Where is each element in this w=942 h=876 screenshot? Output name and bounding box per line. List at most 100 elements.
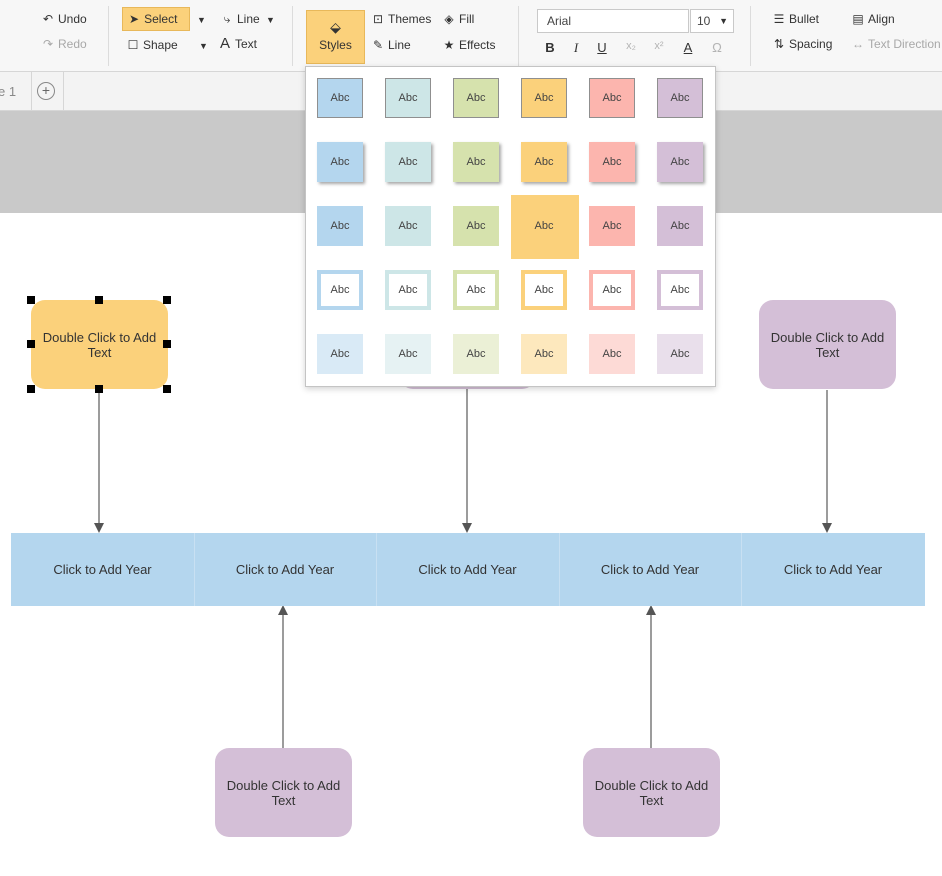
pencil-icon: ✎ [372,38,384,52]
resize-handle[interactable] [27,340,35,348]
style-swatch[interactable]: Abc [589,206,635,246]
fill-button[interactable]: ◈ Fill [444,12,475,26]
resize-handle[interactable] [163,385,171,393]
event-card[interactable]: Double Click to Add Text [583,748,720,837]
resize-handle[interactable] [95,296,103,304]
chevron-down-icon: ▼ [719,16,728,26]
undo-button[interactable]: ↶ Undo [42,12,87,26]
resize-handle[interactable] [27,296,35,304]
fill-bucket-icon: ◈ [444,12,454,26]
style-swatch[interactable]: Abc [453,270,499,310]
divider [559,533,560,606]
subscript-button[interactable]: x₂ [626,40,636,52]
bullet-button[interactable]: ☰ Bullet [773,12,820,26]
style-swatch[interactable]: Abc [317,142,363,182]
text-a-icon: A [219,35,230,52]
symbol-button[interactable]: Ω [712,40,722,55]
style-swatch[interactable]: Abc [521,78,567,118]
style-swatch[interactable]: Abc [385,206,431,246]
divider [750,6,751,66]
text-direction-button[interactable]: ↔ Text Direction [852,37,941,51]
styles-paint-icon: ⬙ [330,19,341,35]
superscript-button[interactable]: x² [654,40,664,52]
style-swatch[interactable]: Abc [657,270,703,310]
style-swatch[interactable]: Abc [453,78,499,118]
style-swatch[interactable]: Abc [589,142,635,182]
page-tab[interactable]: e 1 [0,84,17,99]
divider [741,533,742,606]
style-swatch[interactable]: Abc [385,334,431,374]
style-swatch[interactable]: Abc [657,334,703,374]
line-spacing-icon: ⇅ [773,37,785,51]
event-card-selected[interactable]: Double Click to Add Text [31,300,168,389]
line-dropdown-caret-icon[interactable]: ▼ [266,15,275,25]
year-cell[interactable]: Click to Add Year [235,562,335,577]
styles-button[interactable]: ⬙ Styles [306,10,365,64]
italic-button[interactable]: I [573,40,579,55]
divider [518,6,519,66]
style-swatch[interactable]: Abc [657,206,703,246]
divider [108,6,109,66]
select-dropdown-caret-icon[interactable]: ▼ [197,15,206,25]
style-swatch[interactable]: Abc [453,142,499,182]
resize-handle[interactable] [95,385,103,393]
resize-handle[interactable] [163,340,171,348]
align-icon: ▤ [852,12,864,26]
style-swatch[interactable]: Abc [385,142,431,182]
font-size-select[interactable]: 10 ▼ [690,9,734,33]
bold-button[interactable]: B [545,40,555,55]
style-swatch[interactable]: Abc [385,270,431,310]
style-swatch[interactable]: Abc [589,78,635,118]
text-direction-icon: ↔ [852,37,864,51]
underline-button[interactable]: U [597,40,607,55]
effects-button[interactable]: ★ Effects [443,38,496,52]
line-style-button[interactable]: ✎ Line [372,38,411,52]
divider [194,533,195,606]
event-card[interactable]: Double Click to Add Text [215,748,352,837]
style-swatch[interactable]: Abc [317,206,363,246]
line-tool-button[interactable]: ⤷ Line [221,11,260,27]
pointer-icon: ➤ [129,12,140,26]
font-color-button[interactable]: A [683,40,693,55]
resize-handle[interactable] [163,296,171,304]
style-swatch[interactable]: Abc [657,78,703,118]
spacing-button[interactable]: ⇅ Spacing [773,37,833,51]
style-swatch[interactable]: Abc [385,78,431,118]
bullet-list-icon: ☰ [773,12,785,26]
year-cell[interactable]: Click to Add Year [600,562,700,577]
event-card[interactable]: Double Click to Add Text [759,300,896,389]
divider [292,6,293,66]
redo-icon: ↷ [42,37,54,51]
style-swatch[interactable]: Abc [317,334,363,374]
line-connector-icon: ⤷ [223,12,231,26]
shape-button[interactable]: ☐ Shape [127,38,178,52]
text-tool-button[interactable]: A Text [219,35,258,52]
style-swatch[interactable]: Abc [521,142,567,182]
toolbar: ↶ Undo ↷ Redo ➤ Select ▼ ☐ Shape ▼ ⤷ Lin… [0,0,942,72]
select-button[interactable]: ➤ Select [122,7,190,31]
year-cell[interactable]: Click to Add Year [783,562,883,577]
style-swatch[interactable]: Abc [521,206,567,246]
style-swatch[interactable]: Abc [521,270,567,310]
align-button[interactable]: ▤ Align [852,12,895,26]
style-swatch[interactable]: Abc [317,270,363,310]
style-swatch[interactable]: Abc [453,206,499,246]
style-swatch[interactable]: Abc [589,270,635,310]
style-swatch[interactable]: Abc [317,78,363,118]
add-page-icon[interactable]: + [37,82,55,100]
themes-button[interactable]: ⊡ Themes [372,12,432,26]
resize-handle[interactable] [27,385,35,393]
tab-divider [63,72,64,110]
style-swatch[interactable]: Abc [589,334,635,374]
year-cell[interactable]: Click to Add Year [418,562,517,577]
font-family-select[interactable]: Arial [537,9,689,33]
redo-button[interactable]: ↷ Redo [42,37,87,51]
style-swatch[interactable]: Abc [453,334,499,374]
tab-divider [31,72,32,110]
shape-dropdown-caret-icon[interactable]: ▼ [199,41,208,51]
year-cell[interactable]: Click to Add Year [53,562,152,577]
style-swatch[interactable]: Abc [521,334,567,374]
style-swatch[interactable]: Abc [657,142,703,182]
